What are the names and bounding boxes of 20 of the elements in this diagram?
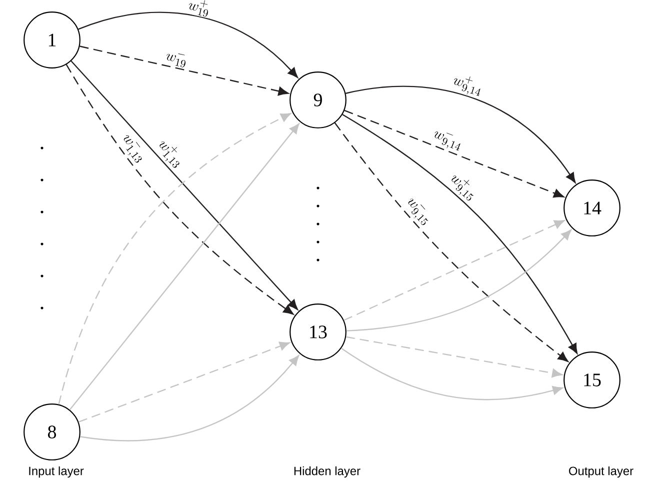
arrow <box>344 110 564 198</box>
arrow <box>78 342 290 423</box>
edge-label: $w^{+}_{9,14}$ <box>449 70 486 100</box>
arrow <box>78 12 298 78</box>
edge-label: $w^{+}_{19}$ <box>186 0 213 18</box>
edge-label: $w^{+}_{1,13}$ <box>152 134 189 172</box>
layer-label: Output layer <box>569 466 634 478</box>
arrow <box>346 336 562 378</box>
arrow <box>346 230 572 332</box>
edge-label: $w^{-}_{9,14}$ <box>430 124 467 154</box>
edge-label: $w^{+}_{9,15}$ <box>444 168 482 205</box>
arrow <box>341 348 563 400</box>
edge-label: $w^{-}_{9,15}$ <box>401 192 438 230</box>
arrow <box>346 86 576 183</box>
arrow <box>80 355 300 442</box>
arrow <box>80 46 289 96</box>
arrow <box>344 220 565 321</box>
edge-label: $w^{-}_{1,13}$ <box>116 129 152 167</box>
edge-label: $w^{-}_{19}$ <box>163 46 190 70</box>
layer-label: Hidden layer <box>294 466 360 478</box>
